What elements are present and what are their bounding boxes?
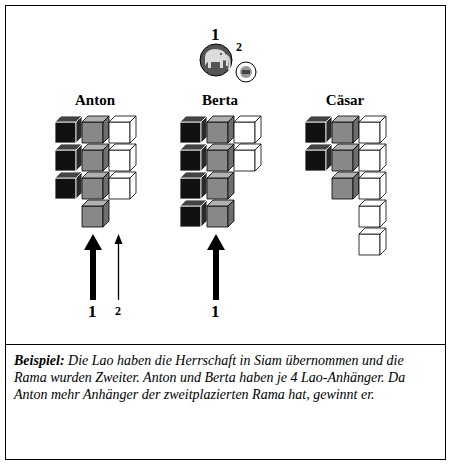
- callout-number: 2: [236, 40, 242, 55]
- cube-grid: [55, 116, 386, 255]
- elephant-token: [200, 44, 232, 76]
- rama-token: [236, 62, 256, 82]
- caption: Beispiel: Die Lao haben die Herrschaft i…: [14, 352, 437, 403]
- callout-number: 1: [211, 302, 220, 322]
- player-name: Cäsar: [326, 92, 364, 109]
- separator: [6, 344, 446, 345]
- arrow-head: [115, 234, 123, 244]
- thick-arrow: [207, 234, 225, 300]
- callout-number: 1: [88, 302, 97, 322]
- arrows: [84, 234, 225, 300]
- player-name: Anton: [75, 92, 115, 109]
- thin-arrow: [118, 242, 119, 300]
- callout-number: 2: [115, 304, 121, 319]
- thick-arrow: [84, 234, 102, 300]
- caption-lead: Beispiel:: [14, 353, 65, 368]
- player-name: Berta: [202, 92, 238, 109]
- callout-number: 1: [211, 25, 220, 45]
- frame: [6, 6, 446, 460]
- caption-text: Die Lao haben die Herrschaft in Siam übe…: [14, 353, 405, 402]
